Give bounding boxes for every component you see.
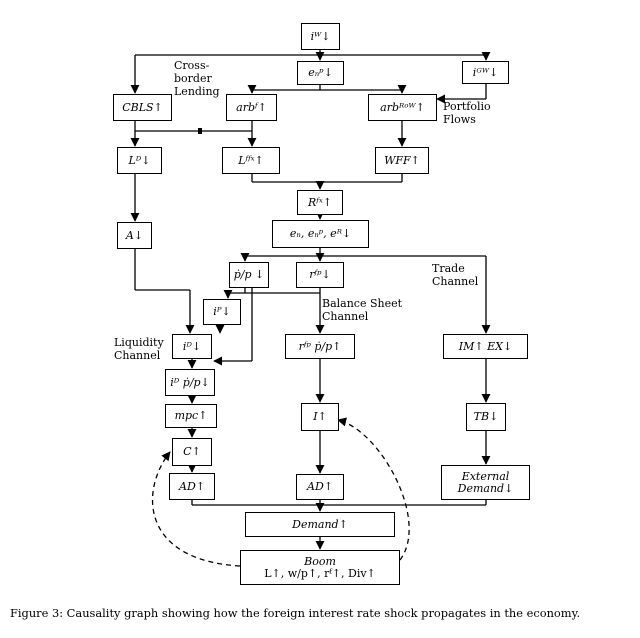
node-enp-text: eₙᵖ↓ — [308, 66, 333, 79]
node-c: C↑ — [172, 438, 212, 466]
node-boom: Boom L↑, w/p↑, rᶠ↑, Div↑ — [240, 550, 400, 585]
node-id-text: iᴰ↓ — [182, 339, 202, 353]
label-balance-sheet-channel: Balance Sheet Channel — [322, 297, 402, 323]
label-balance-2: Channel — [322, 310, 369, 323]
node-ad1-text: AD↑ — [179, 479, 205, 493]
node-extdemand: External Demand↓ — [441, 465, 530, 500]
node-mpc-text: mpc↑ — [174, 409, 208, 422]
node-i: I↑ — [301, 403, 339, 431]
node-wff: WFF↑ — [375, 147, 429, 174]
node-boom-line2: L↑, w/p↑, rᶠ↑, Div↑ — [264, 566, 376, 580]
node-boom-line1: Boom — [304, 554, 336, 568]
node-iw-text: iᵂ↓ — [310, 29, 331, 43]
node-cbls: CBLS↑ — [113, 94, 172, 121]
node-imex: IM↑ EX↓ — [443, 334, 528, 359]
label-trade-channel: Trade Channel — [432, 262, 478, 288]
node-rf-text: rᶠᵖ↓ — [309, 268, 331, 281]
node-extdemand-line2: Demand↓ — [457, 481, 514, 495]
node-rfep-text: rᶠᵖ ṗ/p↑ — [298, 339, 342, 353]
node-ip-text: iᴾ↓ — [213, 305, 231, 318]
node-ad2-text: AD↑ — [307, 480, 333, 493]
label-portfolio-flows: Portfolio Flows — [443, 100, 491, 126]
node-ld-text: Lᴰ↓ — [128, 153, 151, 167]
label-liquidity-2: Channel — [114, 349, 161, 362]
node-ip: iᴾ↓ — [203, 299, 241, 325]
node-tb: TB↓ — [466, 403, 506, 431]
node-lffx: Lᶠᶠˣ↑ — [222, 147, 280, 174]
node-wff-text: WFF↑ — [384, 153, 420, 167]
node-ld: Lᴰ↓ — [117, 147, 162, 174]
node-a: A↓ — [117, 222, 152, 249]
label-crossborder-lending: Cross- border Lending — [174, 59, 220, 98]
label-crossborder-3: Lending — [174, 85, 220, 98]
node-rf: rᶠᵖ↓ — [296, 262, 344, 288]
node-a-text: A↓ — [125, 228, 144, 242]
node-idp: iᴰ ṗ/p↓ — [165, 369, 215, 396]
node-arbf-text: arbᶠ↑ — [236, 100, 267, 114]
node-iw: iᵂ↓ — [301, 23, 340, 50]
label-crossborder-2: border — [174, 72, 212, 85]
node-exrates-text: eₙ, eₙᵖ, eᴿ↓ — [289, 227, 352, 240]
node-pdotp-text: ṗ/p ↓ — [233, 268, 265, 281]
label-crossborder-1: Cross- — [174, 59, 210, 72]
node-mpc: mpc↑ — [165, 404, 217, 428]
node-demand-text: Demand↑ — [292, 517, 348, 531]
label-trade-2: Channel — [432, 275, 479, 288]
node-ad2: AD↑ — [296, 474, 344, 500]
node-tb-text: TB↓ — [473, 410, 499, 423]
node-igw-text: iᴳᵂ↓ — [472, 65, 499, 79]
node-arbrow: arbᴿᵒᵂ↑ — [368, 94, 437, 121]
label-trade-1: Trade — [432, 262, 465, 275]
node-imex-text: IM↑ EX↓ — [458, 339, 513, 353]
node-arbf: arbᶠ↑ — [226, 94, 277, 121]
node-i-text: I↑ — [313, 410, 327, 423]
node-rfx: Rᶠˣ↑ — [297, 190, 343, 215]
label-liquidity-channel: Liquidity Channel — [114, 336, 164, 362]
label-portfolio-2: Flows — [443, 113, 476, 126]
node-rfx-text: Rᶠˣ↑ — [308, 195, 332, 209]
node-idp-text: iᴰ ṗ/p↓ — [170, 375, 210, 389]
label-portfolio-1: Portfolio — [443, 100, 491, 113]
node-rfep: rᶠᵖ ṗ/p↑ — [285, 334, 355, 359]
label-balance-1: Balance Sheet — [322, 297, 403, 310]
node-id: iᴰ↓ — [172, 334, 212, 359]
node-demand: Demand↑ — [245, 512, 395, 537]
node-extdemand-line1: External — [461, 469, 510, 483]
figure-caption: Figure 3: Causality graph showing how th… — [10, 606, 581, 620]
node-enp: eₙᵖ↓ — [297, 61, 344, 85]
node-lffx-text: Lᶠᶠˣ↑ — [238, 153, 264, 167]
node-c-text: C↑ — [183, 445, 201, 458]
node-cbls-text: CBLS↑ — [122, 100, 163, 114]
node-igw: iᴳᵂ↓ — [462, 61, 509, 84]
node-ad1: AD↑ — [169, 473, 215, 500]
node-pdotp: ṗ/p ↓ — [229, 262, 269, 288]
node-arbrow-text: arbᴿᵒᵂ↑ — [380, 100, 425, 114]
node-exrates: eₙ, eₙᵖ, eᴿ↓ — [272, 220, 369, 248]
label-liquidity-1: Liquidity — [114, 336, 164, 349]
